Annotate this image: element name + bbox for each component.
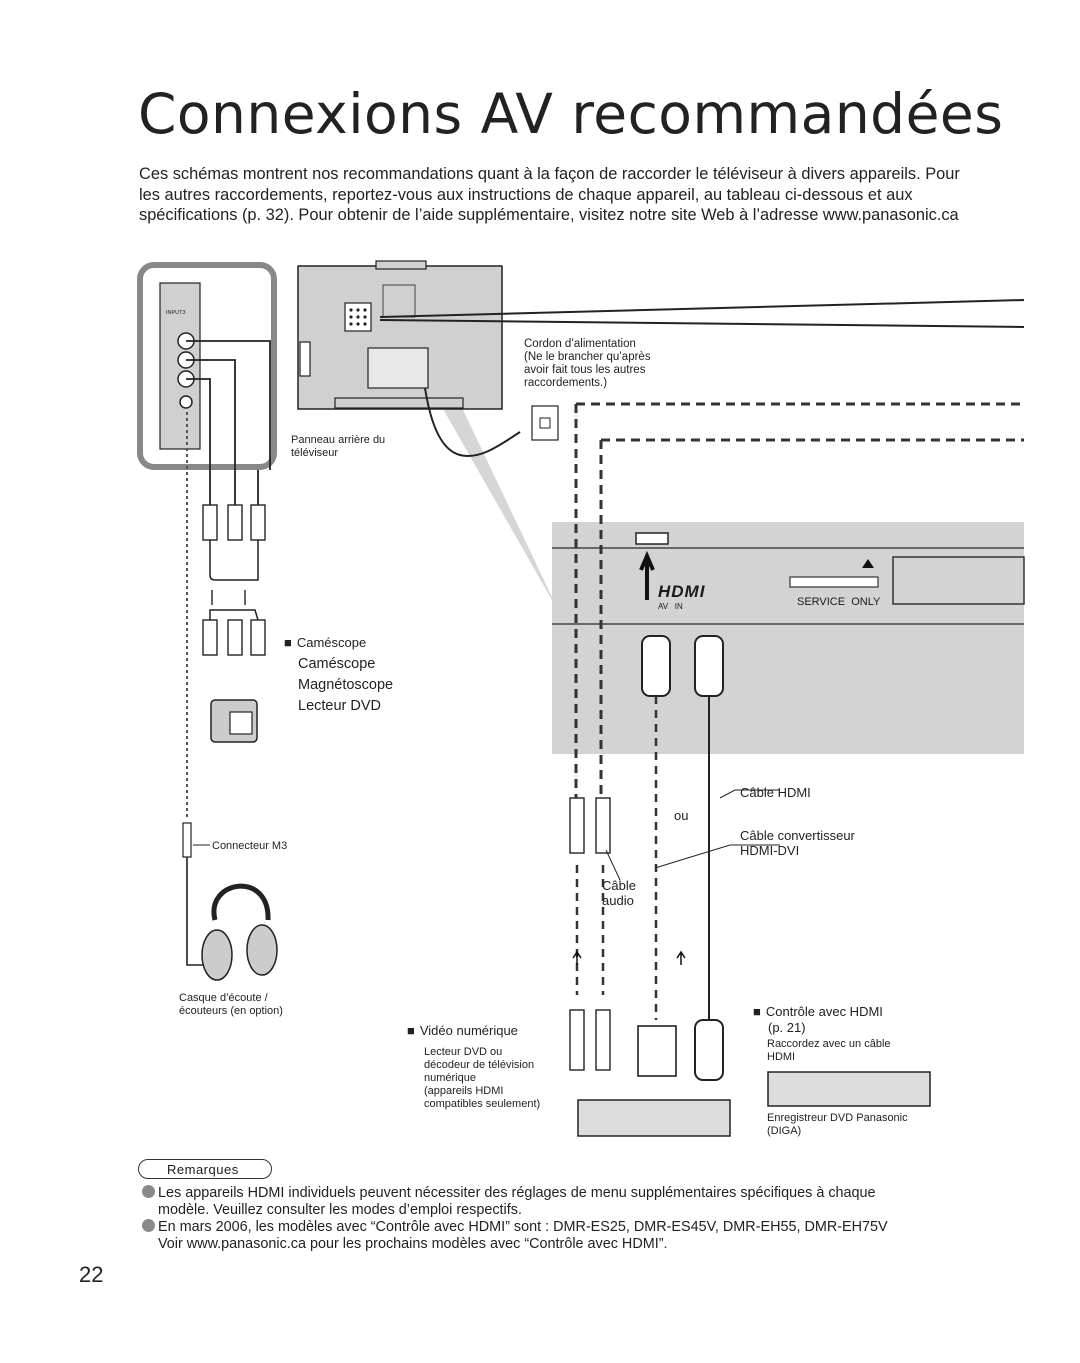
intro-paragraph: Ces schémas montrent nos recommandations… — [139, 165, 960, 224]
video-numerique-header: Vidéo numérique — [407, 1023, 518, 1038]
power-cord-label: Cordon d’alimentation (Ne le brancher qu… — [524, 338, 651, 389]
dvd-player-icon — [577, 1099, 731, 1137]
connector-m3-label: Connecteur M3 — [212, 840, 288, 852]
tv-input-label: INPUT3 — [166, 310, 186, 316]
headphones-icon — [211, 883, 271, 921]
controle-hdmi-desc: Raccordez avec un câble HDMI — [767, 1038, 891, 1063]
list-item: Caméscope — [298, 656, 376, 672]
controle-hdmi-header: Contrôle avec HDMI — [753, 1004, 883, 1019]
list-item: Magnétoscope — [298, 677, 394, 693]
tv-rear-label: Panneau arrière du téléviseur — [291, 434, 386, 459]
ou-label: ou — [674, 808, 689, 823]
bullet-icon — [142, 1219, 155, 1232]
page-title: Connexions AV recommandées — [138, 82, 1004, 146]
diga-recorder-label: Enregistreur DVD Panasonic (DIGA) — [767, 1112, 908, 1137]
camescope-header: Caméscope — [284, 635, 366, 650]
video-numerique-desc: Lecteur DVD ou décodeur de télévision nu… — [424, 1046, 541, 1110]
audio-cable-label: Câble audio — [602, 878, 636, 908]
service-only-label: SERVICE ONLY — [797, 596, 881, 608]
hdmi-panel-bg — [552, 522, 1024, 754]
list-item: Lecteur DVD — [298, 698, 382, 714]
remark-item: Les appareils HDMI individuels peuvent n… — [142, 1185, 982, 1219]
hdmi-logo: HDMI — [658, 582, 706, 601]
remarks-label: Remarques — [138, 1159, 272, 1179]
hdmi-cable-label: Câble HDMI — [740, 785, 811, 800]
page-number: 22 — [79, 1262, 104, 1287]
headphones-label: Casque d’écoute / écouteurs (en option) — [179, 992, 283, 1017]
hdmi-port-icon — [635, 532, 669, 545]
hdmi-dvi-cable-label: Câble convertisseur HDMI-DVI — [740, 828, 855, 858]
controle-hdmi-page-ref: (p. 21) — [768, 1020, 806, 1035]
av-in-label: AV IN — [658, 602, 683, 611]
remark-item: En mars 2006, les modèles avec “Contrôle… — [142, 1219, 982, 1253]
bullet-icon — [142, 1185, 155, 1198]
diga-recorder-icon — [767, 1071, 931, 1107]
camescope-list: Caméscope Magnétoscope Lecteur DVD — [298, 654, 393, 717]
